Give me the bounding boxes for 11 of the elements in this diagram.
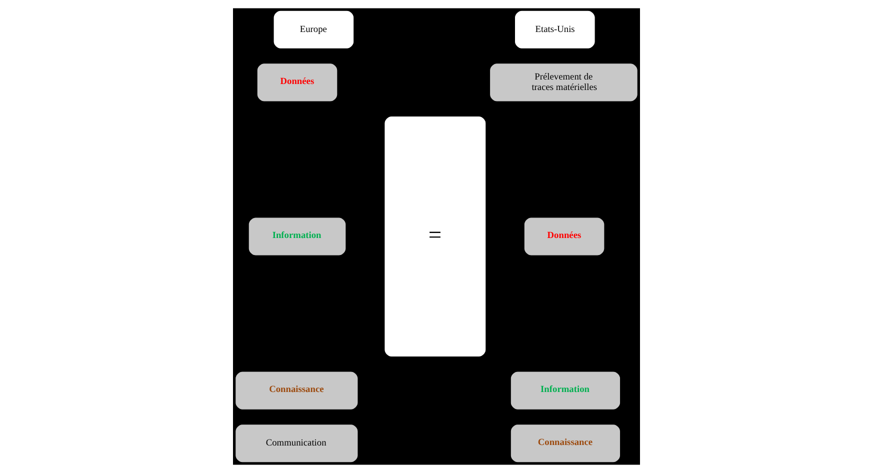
node-box: Communication <box>234 424 358 463</box>
node-box: Connaissance <box>510 424 620 463</box>
node-box: Prélevement de traces matérielles <box>488 63 638 102</box>
node-box: Données <box>256 63 338 102</box>
node-box: Etats-Unis <box>514 10 595 49</box>
node-box: Information <box>510 371 620 410</box>
node-box: Europe <box>272 10 354 49</box>
node-box: = <box>384 116 486 358</box>
node-box: Données <box>523 217 604 256</box>
node-box: Connaissance <box>234 371 358 410</box>
node-box: Information <box>248 217 346 256</box>
